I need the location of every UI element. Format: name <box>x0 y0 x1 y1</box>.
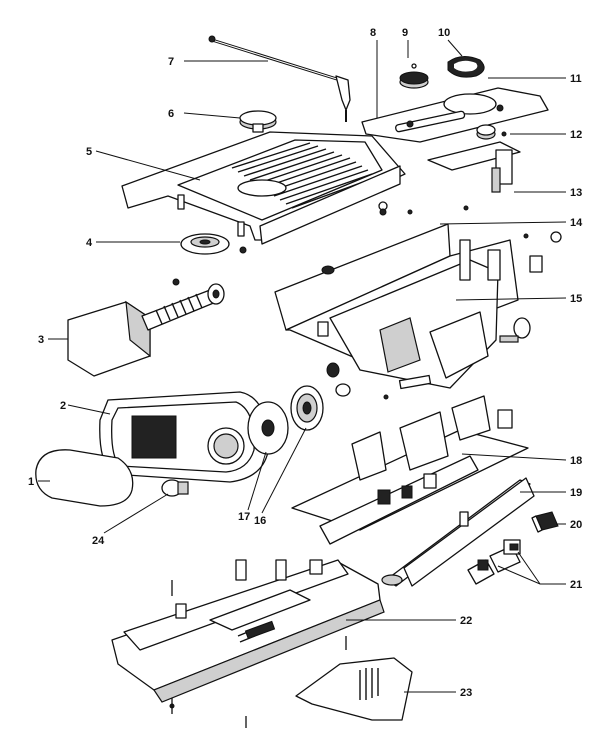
screws-top-area <box>239 201 562 254</box>
part-bottom-case <box>111 559 385 728</box>
label-12: 12 <box>570 129 582 141</box>
label-18: 18 <box>570 455 582 467</box>
part-main-chassis <box>274 223 543 390</box>
label-16: 16 <box>254 515 266 527</box>
part-number-labels: 7 6 5 4 3 2 1 24 17 16 8 9 10 11 12 13 1… <box>28 27 583 699</box>
label-21: 21 <box>570 579 582 591</box>
part-frame-rail <box>381 477 535 587</box>
part-ferrite-bar-and-capacitor <box>67 278 225 377</box>
part-dial-discs <box>247 385 324 455</box>
label-15: 15 <box>570 293 582 305</box>
label-24: 24 <box>92 535 105 547</box>
label-8: 8 <box>370 27 376 39</box>
part-knob-ring <box>447 56 485 78</box>
part-front-bezel <box>99 391 269 483</box>
label-5: 5 <box>86 146 92 158</box>
label-10: 10 <box>438 27 450 39</box>
part-circuit-board <box>291 395 529 545</box>
label-14: 14 <box>570 217 583 229</box>
label-22: 22 <box>460 615 472 627</box>
label-3: 3 <box>38 334 44 346</box>
part-lens-cover <box>35 449 134 507</box>
part-tuning-knob <box>239 110 277 133</box>
label-2: 2 <box>60 400 66 412</box>
label-7: 7 <box>168 56 174 68</box>
label-23: 23 <box>460 687 472 699</box>
part-telescopic-antenna <box>208 35 351 122</box>
part-top-cover <box>121 131 406 245</box>
label-20: 20 <box>570 519 582 531</box>
part-battery-cover <box>295 657 413 721</box>
part-volume-knob <box>399 63 429 89</box>
label-17: 17 <box>238 511 250 523</box>
label-13: 13 <box>570 187 582 199</box>
label-6: 6 <box>168 108 174 120</box>
part-speaker <box>180 221 245 255</box>
label-9: 9 <box>402 27 408 39</box>
part-top-chassis-plate <box>361 87 549 143</box>
part-slide-switch <box>531 511 559 533</box>
label-11: 11 <box>570 73 582 85</box>
part-jack-and-spring <box>326 317 531 400</box>
leader-lines <box>38 39 567 693</box>
part-switch-bracket <box>427 141 521 193</box>
part-jack-sockets <box>467 539 521 585</box>
label-1: 1 <box>28 476 34 488</box>
label-19: 19 <box>570 487 582 499</box>
part-lamp-bulb <box>161 479 189 497</box>
part-thumbwheel <box>476 124 507 140</box>
label-4: 4 <box>86 237 93 249</box>
